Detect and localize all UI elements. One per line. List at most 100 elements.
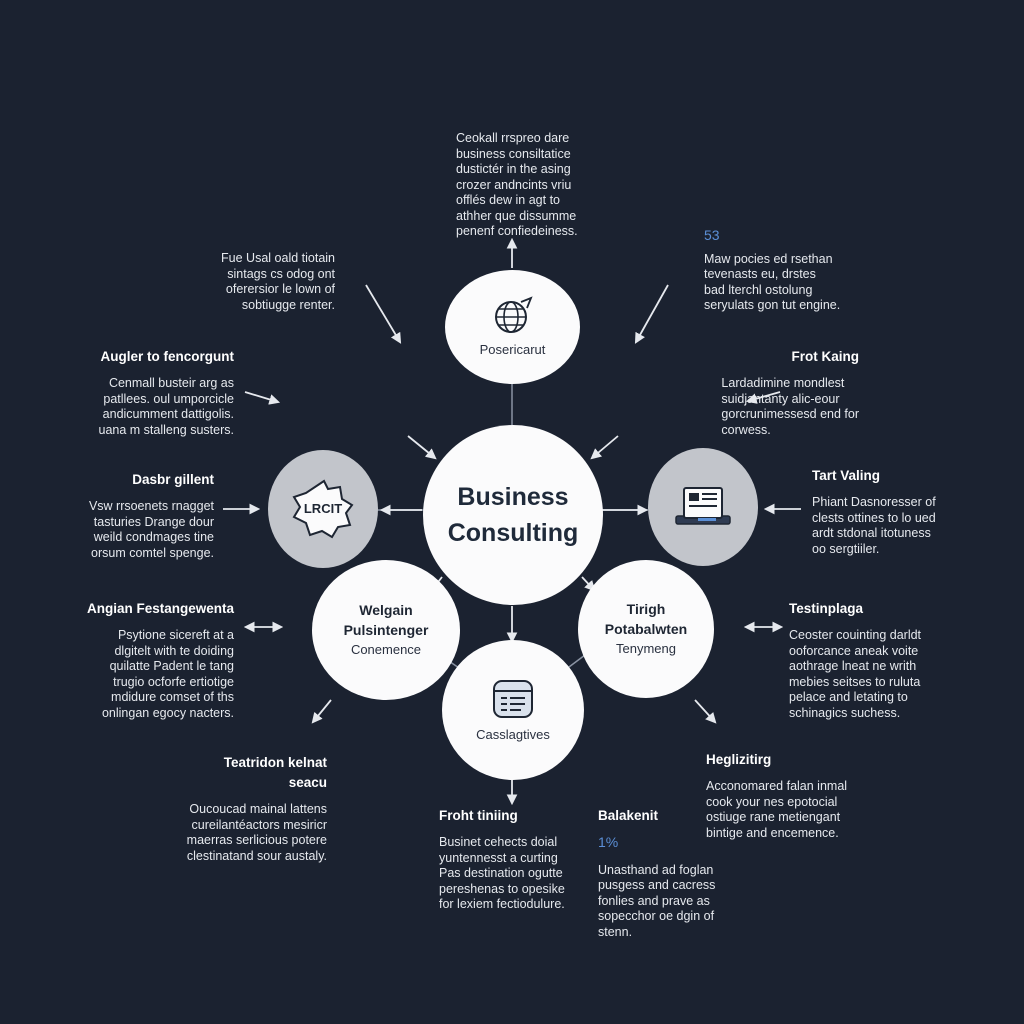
center-title-line2: Consulting xyxy=(447,519,579,547)
text-line: Fue Usal oald tiotain xyxy=(221,251,335,265)
text-line: Cenmall busteir arg as xyxy=(108,376,234,390)
text-line: Acconomared falan inmal xyxy=(706,779,848,793)
text-line: sopecchor oe dgin of xyxy=(598,909,715,923)
block-heading-line2: seacu xyxy=(288,775,327,790)
bottom-right-node-line3: Tenymeng xyxy=(616,641,676,656)
text-line: orsum comtel spenge. xyxy=(91,545,214,560)
block-heading: Balakenit xyxy=(598,808,659,823)
bottom-left-node-line1: Welgain xyxy=(359,602,413,618)
text-line: Lardadimine mondlest xyxy=(721,376,845,390)
text-block-left-mid: Dasbr gillent Vsw rrsoenets rnagget tast… xyxy=(89,470,214,561)
text-line: patllees. oul umporcicle xyxy=(103,391,234,406)
text-block-left-upper: Augler to fencorgunt Cenmall busteir arg… xyxy=(99,347,235,438)
text-line: Maw pocies ed rsethan xyxy=(704,251,833,266)
text-line: crozer andncints vriu xyxy=(456,177,572,192)
bottom-left-node-line2: Pulsintenger xyxy=(343,622,429,638)
text-line: Vsw rrsoenets rnagget xyxy=(88,499,214,513)
center-node-business-consulting[interactable]: Business Consulting xyxy=(423,425,603,605)
text-line: Unasthand ad foglan xyxy=(598,862,714,877)
text-line: Phiant Dasnoresser of xyxy=(812,495,936,509)
block-heading: Augler to fencorgunt xyxy=(100,349,235,364)
text-line: dlgitelt with te doiding xyxy=(114,643,234,658)
text-line: business consiltatice xyxy=(456,146,571,161)
text-line: stenn. xyxy=(598,924,633,939)
bottom-right-node-line1: Tirigh xyxy=(626,601,666,617)
text-line: uana m stalleng susters. xyxy=(98,422,235,437)
block-heading: Heglizitirg xyxy=(706,752,772,767)
text-line: gorcrunimessesd end for xyxy=(721,407,859,421)
text-line: quilatte Padent le tang xyxy=(109,659,234,673)
text-line: suidjantanty alic-eour xyxy=(721,391,840,406)
left-node[interactable]: LRCIT xyxy=(268,450,378,568)
stat-number: 53 xyxy=(704,227,720,243)
text-line: tevenasts eu, drstes xyxy=(704,267,816,281)
text-block-top-right: 53 Maw pocies ed rsethan tevenasts eu, d… xyxy=(704,227,841,314)
bottom-node[interactable]: Casslagtives xyxy=(442,640,584,780)
right-node[interactable] xyxy=(648,448,758,566)
stat-number: 1% xyxy=(598,834,619,850)
text-line: ooforcance aneak voite xyxy=(789,643,919,658)
text-line: Psytione sicereft at a xyxy=(117,628,234,642)
text-block-top-left: Fue Usal oald tiotain sintags cs odog on… xyxy=(221,251,335,313)
globe-icon xyxy=(494,296,533,333)
text-line: Pas destination ogutte xyxy=(439,866,563,880)
top-node[interactable]: Posericarut xyxy=(445,270,580,384)
block-heading: Froht tiniing xyxy=(439,808,518,823)
text-line: pereshenas to opesike xyxy=(439,881,565,896)
text-line: bintige and encemence. xyxy=(706,825,839,840)
bottom-left-node-line3: Conemence xyxy=(350,642,422,657)
block-heading: Tart Valing xyxy=(812,468,881,483)
text-line: schinagics suchess. xyxy=(789,705,901,720)
block-heading: Angian Festangewenta xyxy=(86,601,234,616)
text-line: fonlies and prave as xyxy=(598,893,710,908)
bottom-right-node[interactable]: Tirigh Potabalwten Tenymeng xyxy=(578,560,714,698)
text-line: oo sergtiiler. xyxy=(812,541,880,556)
text-block-bottom-far-right: Heglizitirg Acconomared falan inmal cook… xyxy=(706,750,847,841)
text-line: ostiuge rane metiengant xyxy=(706,810,841,824)
text-line: sobtiugge renter. xyxy=(241,297,335,312)
document-card-icon xyxy=(675,487,731,525)
left-node-label: LRCIT xyxy=(303,501,343,516)
text-line: ardt stdonal itotuness xyxy=(812,526,931,540)
text-line: Oucoucad mainal lattens xyxy=(189,802,327,816)
text-line: clestinatand sour austaly. xyxy=(186,848,327,863)
text-line: bad lterchl ostolung xyxy=(704,282,813,297)
text-line: mdidure comset of ths xyxy=(111,690,234,704)
text-block-bottom-center: Froht tiniing Businet cehects doial yunt… xyxy=(439,806,565,913)
text-block-right-mid: Tart Valing Phiant Dasnoresser of clests… xyxy=(812,466,936,557)
text-line: Ceokall rrspreo dare xyxy=(456,131,570,145)
badge-icon: LRCIT xyxy=(288,479,358,539)
text-line: cureilantéactors mesiricr xyxy=(191,817,327,832)
text-line: aothrage lneat ne writh xyxy=(789,659,917,673)
bottom-node-label: Casslagtives xyxy=(476,727,550,742)
text-line: tasturies Drange dour xyxy=(93,514,214,529)
text-line: pelace and letating to xyxy=(789,690,908,704)
text-block-bottom-far-left: Teatridon kelnat seacu Oucoucad mainal l… xyxy=(187,753,327,864)
text-line: clests ottines to lo ued xyxy=(812,510,936,525)
text-line: andicumment dattigolis. xyxy=(102,407,234,421)
center-title-line1: Business xyxy=(457,483,569,511)
arrows xyxy=(223,237,801,806)
text-line: seryulats gon tut engine. xyxy=(704,298,841,312)
text-line: pusgess and cacress xyxy=(598,878,716,892)
text-line: athher que dissumme xyxy=(456,208,577,223)
text-block-top: Ceokall rrspreo dare business consiltati… xyxy=(456,131,578,240)
text-block-left-lower: Angian Festangewenta Psytione sicereft a… xyxy=(87,599,234,721)
bottom-left-node[interactable]: Welgain Pulsintenger Conemence xyxy=(312,560,460,700)
block-heading: Dasbr gillent xyxy=(132,472,214,487)
text-line: trugio ocforfe ertiotige xyxy=(113,674,234,689)
text-line: maerras serlicious potere xyxy=(186,833,327,847)
text-line: sintags cs odog ont xyxy=(227,266,335,281)
text-block-bottom-right-center: Balakenit 1% Unasthand ad foglan pusgess… xyxy=(598,806,715,940)
text-line: Businet cehects doial xyxy=(439,835,558,849)
text-block-right-upper: Frot Kaing Lardadimine mondlest suidjant… xyxy=(721,347,859,438)
text-line: offlés dew in agt to xyxy=(456,193,561,207)
text-line: corwess. xyxy=(721,422,771,437)
text-line: cook your nes epotocial xyxy=(706,794,838,809)
block-heading: Testinplaga xyxy=(789,601,864,616)
text-line: onlingan egocy nacters. xyxy=(101,705,234,720)
database-icon xyxy=(493,680,533,718)
bottom-right-node-line2: Potabalwten xyxy=(604,621,688,637)
text-line: Ceoster couinting darldt xyxy=(789,628,922,642)
